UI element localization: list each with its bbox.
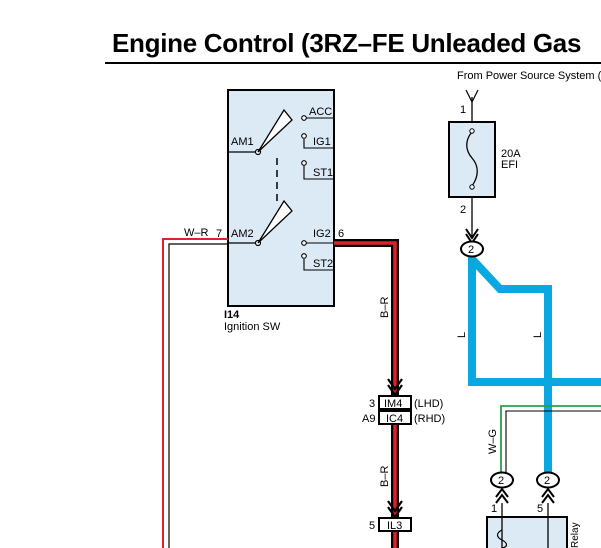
junction-fuse-label: 2 (468, 244, 474, 256)
ignition-switch: ACC AM1 IG1 ST1 AM2 IG2 ST2 I14 Ignition… (224, 89, 335, 333)
st1-lead (303, 166, 334, 180)
page-title: Engine Control (3RZ–FE Unleaded Gas (112, 28, 582, 58)
fuse-pin-bottom: 2 (460, 204, 466, 216)
connector-il3 (378, 517, 412, 532)
wire-label-b-r-2: B–R (379, 466, 391, 487)
acc-contact (301, 115, 307, 121)
relay-pin-right: 5 (537, 503, 543, 515)
fuse-top-terminal (469, 128, 475, 134)
fuse-pin-top: 1 (460, 104, 466, 116)
terminal-am1: AM1 (231, 136, 254, 148)
junction-right-arrow (541, 487, 555, 504)
terminal-ig2: IG2 (313, 228, 331, 240)
junction-left-arrow (495, 487, 509, 504)
lower-switch-blade (257, 199, 293, 244)
connector-ic4-note: (RHD) (414, 413, 445, 425)
pin-am2: 7 (216, 228, 222, 240)
junction-fuse (460, 240, 484, 258)
ignition-switch-name: Ignition SW (224, 321, 281, 333)
l-wire (468, 256, 601, 473)
connector-ic4 (378, 410, 412, 425)
connector-il3-pin: 5 (369, 520, 375, 532)
b-r-wire (334, 239, 399, 548)
ig2-contact (301, 240, 307, 246)
w-g-wire (500, 405, 601, 472)
connector-ic4-pin: A9 (362, 413, 375, 425)
fuse-name: EFI (501, 159, 518, 171)
ig1-lead (303, 139, 334, 149)
wire-label-b-r-1: B–R (379, 297, 391, 318)
connector-il3-name: IL3 (387, 520, 402, 532)
wire-label-w-g: W–G (487, 429, 499, 454)
connector-im4-note: (LHD) (414, 398, 443, 410)
connector-im4-pin: 3 (369, 398, 375, 410)
wire-label-w-r: W–R (184, 227, 209, 239)
terminal-st2: ST2 (313, 258, 333, 270)
connector-im4-name: IM4 (384, 398, 402, 410)
connector-ic4-name: IC4 (386, 413, 403, 425)
relay-body (486, 516, 568, 548)
terminal-am2: AM2 (231, 228, 254, 240)
upper-switch-blade (257, 108, 293, 153)
junction-right-label: 2 (544, 475, 550, 487)
relay-pin-left: 1 (491, 503, 497, 515)
power-input-arrow (465, 89, 479, 104)
relay-label: Relay (570, 522, 581, 548)
w-r-wire (162, 238, 228, 548)
ignition-switch-ref: I14 (224, 309, 240, 321)
terminal-st1: ST1 (313, 167, 333, 179)
st2-lead (303, 259, 334, 271)
relay-coil (496, 529, 508, 548)
ig1-contact (301, 133, 307, 139)
terminal-ig1: IG1 (313, 136, 331, 148)
st1-contact (301, 160, 307, 166)
st2-contact (301, 253, 307, 259)
pin-ig2: 6 (338, 228, 344, 240)
wire-label-l-1: L (456, 332, 468, 338)
junction-left-label: 2 (498, 475, 504, 487)
connector-im4 (378, 395, 412, 410)
fuse-bottom-terminal (469, 184, 475, 190)
wire-label-l-2: L (532, 332, 544, 338)
efi-fuse (448, 89, 496, 245)
power-source-label: From Power Source System (S (457, 70, 601, 82)
terminal-acc: ACC (309, 106, 332, 118)
fuse-element (466, 131, 478, 187)
fuse-rating: 20A (501, 148, 521, 160)
